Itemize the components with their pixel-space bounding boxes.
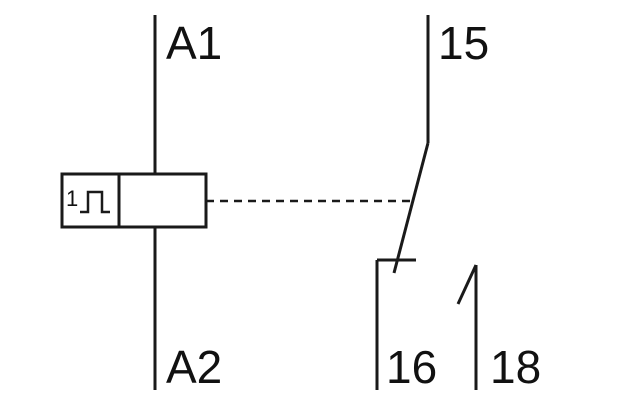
terminal-a2-label: A2 [166, 341, 223, 393]
single-pulse-waveform-icon [80, 190, 110, 214]
coil-box [117, 172, 208, 229]
terminal-16-label: 16 [386, 341, 438, 393]
contact-blade [392, 142, 430, 274]
terminal-18-label: 18 [490, 341, 542, 393]
no-contact-tip [456, 264, 478, 305]
terminal-15-label: 15 [438, 17, 490, 69]
terminal-a1-label: A1 [166, 17, 223, 69]
function-box [60, 172, 121, 229]
function-digit-label: 1 [66, 186, 79, 211]
